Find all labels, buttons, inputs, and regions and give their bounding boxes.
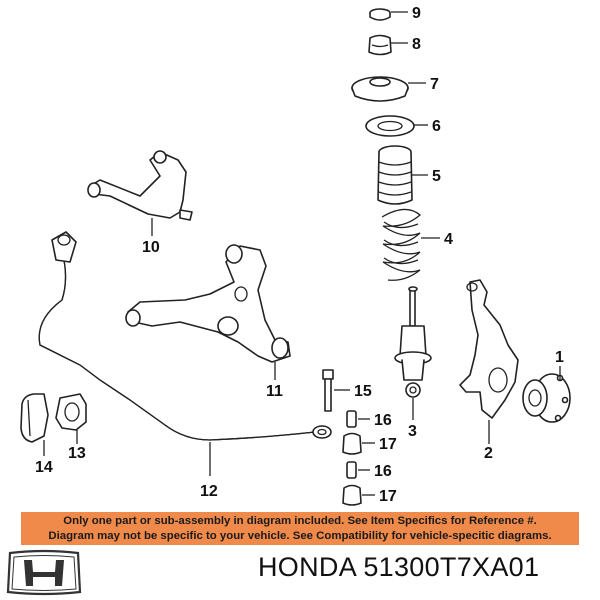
callout-10: 10	[142, 239, 160, 256]
disclaimer-line-1: Only one part or sub-assembly in diagram…	[63, 515, 537, 527]
honda-h-logo-icon	[6, 549, 82, 596]
callout-16-upper: 16	[374, 412, 392, 429]
callout-12: 12	[200, 483, 218, 500]
part-strut-3	[394, 286, 432, 398]
brand-name: HONDA	[258, 552, 356, 582]
part-bushing-9	[369, 8, 391, 21]
part-bushing-14	[20, 393, 49, 443]
part-sleeve-16-lower	[346, 461, 357, 479]
callout-9: 9	[412, 5, 421, 22]
callout-3: 3	[408, 423, 417, 440]
callout-16-lower: 16	[374, 463, 392, 480]
callout-8: 8	[412, 36, 421, 53]
disclaimer-banner: Only one part or sub-assembly in diagram…	[21, 512, 579, 545]
disclaimer-line-2: Diagram may not be specific to your vehi…	[48, 530, 552, 542]
callout-1: 1	[555, 349, 564, 366]
part-bushing-8	[368, 34, 392, 56]
leader-lines	[43, 11, 561, 496]
callout-7: 7	[430, 76, 439, 93]
part-bracket-13	[55, 393, 87, 431]
callout-4: 4	[444, 231, 453, 248]
part-lower-arm-11	[125, 244, 291, 363]
part-spring-seat-6	[365, 115, 415, 137]
part-bolt-15	[322, 369, 334, 412]
callout-2: 2	[484, 445, 493, 462]
part-coil-spring-4	[381, 208, 421, 281]
callout-11: 11	[266, 383, 283, 400]
part-upper-arm-10	[87, 150, 193, 221]
callout-17-lower: 17	[379, 488, 397, 505]
callout-17-upper: 17	[379, 436, 397, 453]
callout-15: 15	[354, 383, 372, 400]
part-stabilizer-bar-12	[38, 231, 332, 441]
callout-14: 14	[35, 459, 53, 476]
callout-5: 5	[432, 168, 441, 185]
part-strut-mount-7	[351, 76, 409, 102]
part-hub-1	[522, 373, 571, 423]
callout-6: 6	[432, 118, 441, 135]
part-bump-stop-5	[377, 145, 413, 205]
part-bushing-17-upper	[342, 432, 362, 455]
callout-13: 13	[68, 445, 86, 462]
part-caption: HONDA 51300T7XA01	[258, 552, 539, 583]
part-number: 51300T7XA01	[363, 552, 540, 582]
part-knuckle-2	[459, 279, 519, 419]
suspension-diagram: 9 8 7 6 5 4 3 2 1 10 11 12 13 14 15 16 1…	[20, 5, 571, 506]
part-bushing-17-lower	[342, 484, 362, 506]
part-sleeve-16-upper	[346, 410, 357, 428]
